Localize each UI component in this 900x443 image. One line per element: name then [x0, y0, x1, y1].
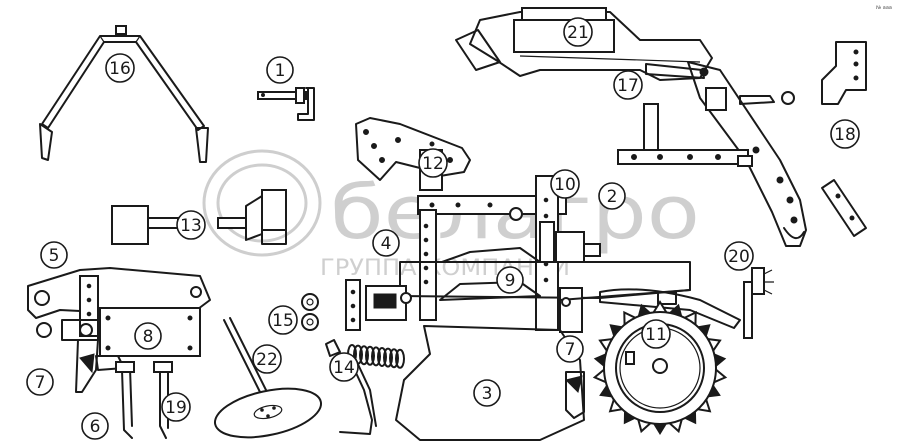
callout-circle [329, 352, 359, 382]
callout-circle [473, 379, 501, 407]
callout-c1: 1 [266, 56, 294, 84]
callout-number: 1 [275, 61, 286, 81]
callout-c14: 14 [329, 352, 359, 382]
part-22-disc [213, 317, 323, 439]
callout-c18: 18 [830, 119, 860, 149]
callout-number: 13 [180, 216, 202, 236]
part-post-crossbar [617, 103, 753, 167]
part-15-washers [301, 293, 319, 331]
spring-coil [389, 348, 399, 369]
spring-coil [383, 347, 393, 368]
callout-c5: 5 [40, 241, 68, 269]
spring-coil [359, 345, 369, 366]
callout-c8: 8 [134, 322, 162, 350]
callout-number: 5 [49, 246, 60, 266]
callout-number: 12 [422, 154, 444, 174]
callout-circle [496, 266, 524, 294]
callout-circle [641, 319, 671, 349]
callout-number: 19 [165, 398, 187, 418]
callout-circle [372, 229, 400, 257]
callout-circle [105, 53, 135, 83]
part-1-pin [257, 87, 315, 121]
callout-number: 6 [90, 417, 101, 437]
callout-circle [563, 17, 593, 47]
callout-number: 2 [607, 187, 618, 207]
watermark-tagline: ГРУППА КОМПАНИЙ [320, 255, 570, 281]
spring-coil [365, 345, 375, 366]
callout-circle [266, 56, 294, 84]
callout-c15: 15 [268, 305, 298, 335]
callout-circle [830, 119, 860, 149]
callout-number: 7 [35, 373, 46, 393]
callout-c7b: 7 [556, 335, 584, 363]
corner-mark: № ааа [876, 5, 892, 11]
spring-coil [377, 347, 387, 367]
callout-c13: 13 [176, 210, 206, 240]
callout-c19: 19 [161, 392, 191, 422]
callout-c4: 4 [372, 229, 400, 257]
callout-circle [161, 392, 191, 422]
callout-number: 15 [272, 311, 294, 331]
callout-circle [26, 368, 54, 396]
callout-circle [134, 322, 162, 350]
callout-circle [598, 182, 626, 210]
part-16-a-frame [39, 25, 209, 163]
callout-c2: 2 [598, 182, 626, 210]
part-21-17-link-arm [455, 7, 807, 247]
callout-circle [40, 241, 68, 269]
callout-circle [81, 412, 109, 440]
part-small-pins [539, 221, 571, 307]
callout-c21: 21 [563, 17, 593, 47]
callout-c10: 10 [550, 169, 580, 199]
callout-c3: 3 [473, 379, 501, 407]
callout-number: 21 [567, 23, 589, 43]
callout-circle [418, 148, 448, 178]
part-7-right-foot [565, 371, 585, 419]
callout-number: 16 [109, 59, 131, 79]
callout-circle [556, 335, 584, 363]
callout-c22: 22 [252, 344, 282, 374]
callout-circle [550, 169, 580, 199]
callout-number: 17 [617, 76, 639, 96]
callout-number: 9 [505, 271, 516, 291]
callout-c11: 11 [641, 319, 671, 349]
callout-circle [613, 70, 643, 100]
callout-circle [252, 344, 282, 374]
part-13-hitch-pin [111, 189, 287, 245]
callout-c17: 17 [613, 70, 643, 100]
part-11-wheel [592, 291, 728, 435]
callout-number: 22 [256, 350, 278, 370]
callout-number: 3 [482, 384, 493, 404]
callout-number: 14 [333, 358, 355, 378]
callout-c12: 12 [418, 148, 448, 178]
callout-number: 4 [381, 234, 392, 254]
callout-c20: 20 [724, 241, 754, 271]
callout-circle [724, 241, 754, 271]
part-4-clamp [345, 279, 412, 331]
callout-c6: 6 [81, 412, 109, 440]
callout-number: 11 [645, 325, 667, 345]
callout-number: 20 [728, 247, 750, 267]
callout-number: 18 [834, 125, 856, 145]
callout-circle [176, 210, 206, 240]
part-5-8-left-assembly [27, 267, 211, 393]
callout-number: 8 [143, 327, 154, 347]
spring-coil [395, 348, 405, 369]
callout-c16: 16 [105, 53, 135, 83]
callout-number: 10 [554, 175, 576, 195]
spring-coil [371, 346, 381, 367]
callout-number: 7 [565, 340, 576, 360]
callout-c9: 9 [496, 266, 524, 294]
callout-c7a: 7 [26, 368, 54, 396]
callout-circle [268, 305, 298, 335]
part-19-u-tine [115, 361, 173, 439]
part-18-brackets [821, 41, 867, 237]
part-20-marker [743, 267, 774, 339]
